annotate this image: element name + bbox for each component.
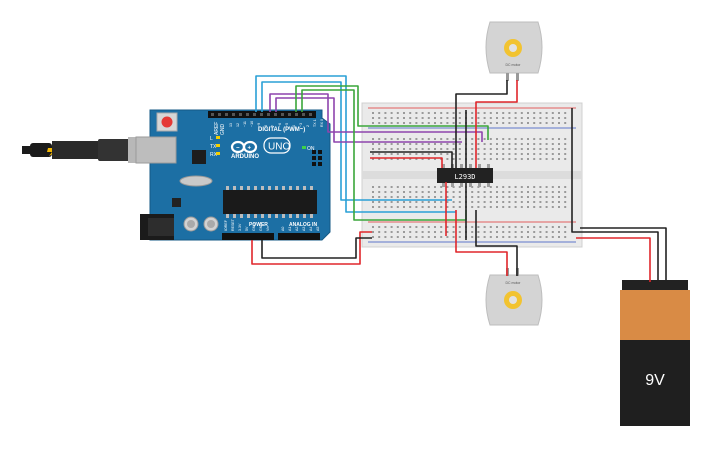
battery-9v[interactable]: 9V xyxy=(620,280,690,426)
battery-label: 9V xyxy=(645,372,665,389)
motor-bottom-label: DC motor xyxy=(506,281,522,285)
power-pin-label: GND xyxy=(259,223,263,231)
l-led-label: L xyxy=(210,136,213,142)
motor-top-label: DC motor xyxy=(506,63,522,67)
analog-pin-label: A5 xyxy=(316,227,320,231)
wire-purple-1[interactable] xyxy=(269,93,483,142)
analog-pin-label: A0 xyxy=(281,227,285,231)
digital-pin-label: ~10 xyxy=(250,121,254,127)
power-pin-label: GND xyxy=(252,223,256,231)
digital-pin-label: 7 xyxy=(271,125,275,127)
on-led xyxy=(302,146,306,149)
power-label: POWER xyxy=(249,222,268,228)
digital-pin-label: 4 xyxy=(292,125,296,127)
wire-blue-2[interactable] xyxy=(261,81,452,201)
wire-bottom-motor-red[interactable] xyxy=(455,210,508,276)
power-header[interactable] xyxy=(222,233,274,240)
wire-bottom-motor-black[interactable] xyxy=(475,210,518,276)
digital-pin-label: 8 xyxy=(264,125,268,127)
wire-purple-2[interactable] xyxy=(275,97,462,143)
power-pin-label: RESET xyxy=(231,218,235,231)
power-pin-label: Vin xyxy=(266,226,270,231)
digital-pin-label: ~11 xyxy=(243,121,247,127)
wire-top-motor-red[interactable] xyxy=(475,80,518,168)
wire-green-1[interactable] xyxy=(295,85,489,140)
digital-label: DIGITAL (PWM~) xyxy=(258,127,305,133)
wires xyxy=(251,75,667,282)
digital-pin-label: ~9 xyxy=(257,123,261,127)
power-pin-label: 3.3V xyxy=(238,223,242,231)
chip-label: L293D xyxy=(454,173,475,181)
digital-pin-label: ~5 xyxy=(285,123,289,127)
arduino-uno-board[interactable]: AREF GND DIGITAL (PWM~) L TX RX − + ARDU… xyxy=(135,109,331,241)
rx-label: RX xyxy=(210,152,218,158)
wire-battery-red[interactable] xyxy=(576,237,651,282)
analog-pin-label: A3 xyxy=(302,227,306,231)
wire-black-rail-top[interactable] xyxy=(370,151,453,168)
digital-pin-label: 12 xyxy=(236,123,240,127)
wire-blue-1[interactable] xyxy=(255,75,456,213)
wire-black-gnd[interactable] xyxy=(261,237,372,259)
arduino-brand: ARDUINO xyxy=(231,154,259,160)
dc-motor-top[interactable]: DC motor xyxy=(485,21,543,81)
digital-pin-label: ~3 xyxy=(299,123,303,127)
arduino-model: UNO xyxy=(268,142,290,153)
svg-text:+: + xyxy=(248,146,252,152)
analog-header[interactable] xyxy=(278,233,320,240)
analog-pin-label: A2 xyxy=(295,227,299,231)
wire-battery-black-2[interactable] xyxy=(580,227,667,282)
gnd-label: GND xyxy=(220,124,226,136)
arduino-infinity-icon xyxy=(230,140,258,154)
wire-top-motor-black[interactable] xyxy=(455,80,508,168)
dc-motor-bottom[interactable]: DC motor xyxy=(485,268,543,326)
power-pin-label: IOREF xyxy=(224,219,228,231)
aref-label: AREF xyxy=(214,122,220,135)
l293d-chip[interactable]: L293D xyxy=(437,164,493,187)
analog-pin-label: A1 xyxy=(288,227,292,231)
digital-pin-label: 2 xyxy=(306,125,310,127)
wire-battery-black[interactable] xyxy=(571,108,659,282)
reset-button[interactable] xyxy=(161,116,173,128)
power-pin-label: 5V xyxy=(245,226,249,231)
wire-red-rail-top[interactable] xyxy=(370,157,443,168)
svg-text:−: − xyxy=(236,146,240,152)
on-label: ON xyxy=(307,146,315,152)
digital-pin-label: 13 xyxy=(229,123,233,127)
tx-label: TX xyxy=(210,144,217,150)
analog-pin-label: A4 xyxy=(309,227,313,231)
analog-label: ANALOG IN xyxy=(289,222,317,228)
atmega-chip xyxy=(223,190,317,214)
wire-red-5v[interactable] xyxy=(251,231,372,265)
digital-pin-label: ~6 xyxy=(278,123,282,127)
digital-pin-label: TX 1 xyxy=(313,119,317,127)
digital-pin-label: RX 0 xyxy=(320,119,324,127)
